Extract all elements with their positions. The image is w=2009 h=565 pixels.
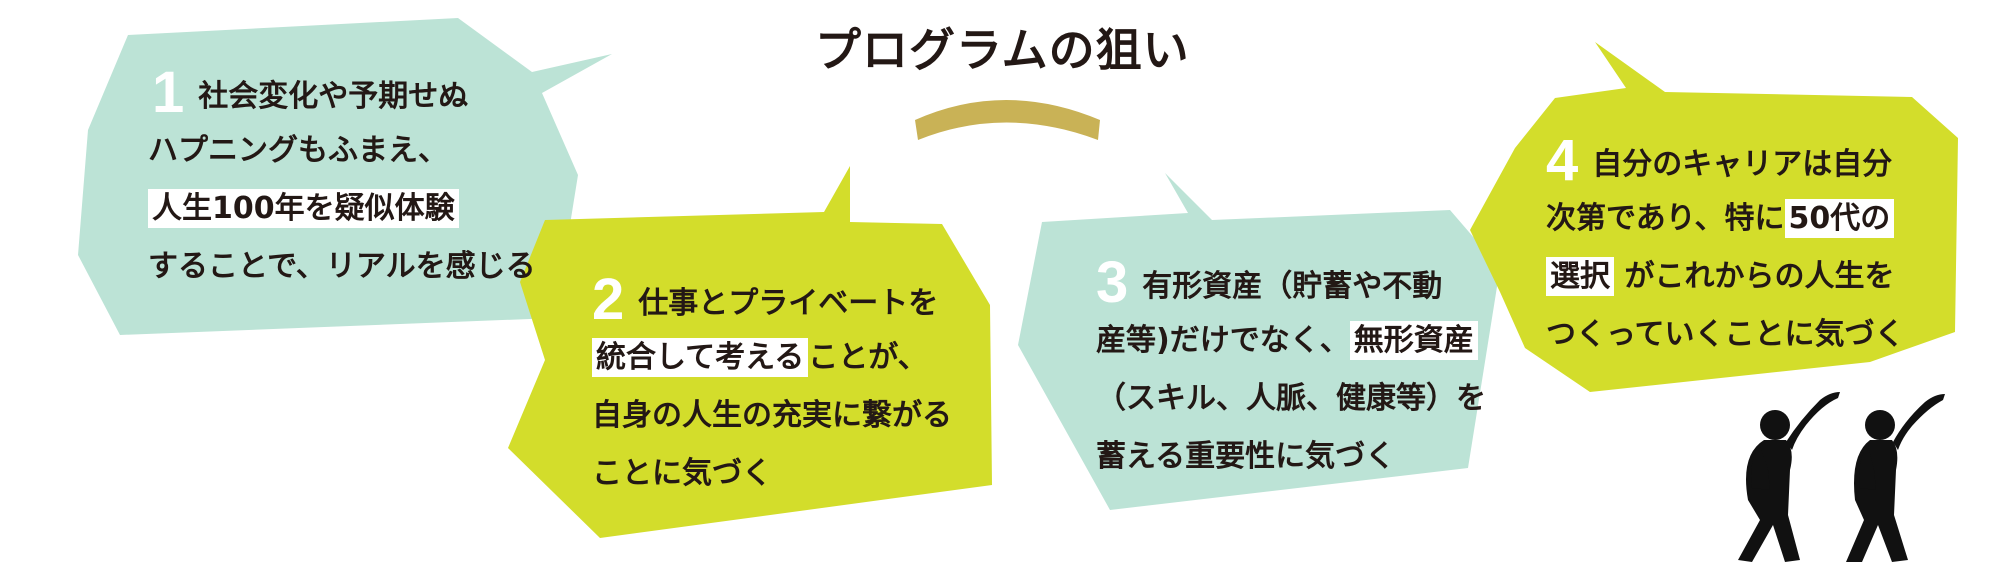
bubble-text-pre: つくっていくことに気づく [1546, 317, 1905, 352]
bubble-4-shape [1470, 42, 1958, 392]
stretching-person-silhouette [1846, 394, 1945, 562]
bubble-text-pre: することで、リアルを感じる [148, 249, 536, 284]
bubble-4-line-3: 選択 がこれからの人生を [1546, 248, 1905, 306]
bubble-3-line-4: 蓄える重要性に気づく [1096, 428, 1486, 486]
bubble-text-pre: 蓄える重要性に気づく [1096, 439, 1396, 474]
bubble-text-highlight: 50代の [1784, 199, 1895, 238]
bubble-1-shape [78, 18, 612, 335]
bubble-text-highlight: 統合して考える [592, 338, 809, 377]
bubble-2-line-2: 統合して考えることが、 [592, 329, 952, 387]
bubble-1-line-3: 人生100年を疑似体験 [148, 180, 536, 238]
bubble-text-pre: （スキル、人脈、健康等）を [1096, 381, 1486, 416]
bubble-text-highlight: 選択 [1546, 257, 1614, 296]
bubble-4-line-4: つくっていくことに気づく [1546, 306, 1905, 364]
bubble-text-highlight: 人生100年を疑似体験 [148, 189, 459, 228]
bubble-text-pre: ハプニングもふまえ、 [148, 133, 448, 168]
arc-connector [915, 100, 1100, 140]
bubble-text-post: がこれからの人生を [1614, 259, 1895, 294]
bubble-4-number: 4 [1546, 128, 1579, 193]
stretching-person-silhouette [1738, 392, 1840, 562]
bubble-1-number: 1 [152, 60, 185, 125]
bubble-text-pre: 自身の人生の充実に繋がる [592, 398, 952, 433]
bubble-text-post: ことが、 [808, 340, 928, 375]
bubble-2-line-4: ことに気づく [592, 445, 952, 503]
bubble-3-shape [1018, 173, 1500, 510]
bubble-1-line-4: することで、リアルを感じる [148, 238, 536, 296]
bubble-3-line-3: （スキル、人脈、健康等）を [1096, 370, 1486, 428]
bubble-text-pre: 次第であり、特に [1546, 201, 1785, 236]
bubble-text-pre: ことに気づく [592, 456, 772, 491]
bubble-text-pre: 有形資産（貯蓄や不動 [1142, 269, 1443, 304]
bubble-3-line-2: 産等)だけでなく、無形資産 [1096, 312, 1486, 370]
bubble-text-pre: 産等)だけでなく、 [1096, 323, 1350, 358]
bubble-text-pre: 仕事とプライベートを [638, 286, 939, 321]
bubble-2-line-3: 自身の人生の充実に繋がる [592, 387, 952, 445]
bubble-text-pre: 社会変化や予期せぬ [198, 79, 469, 114]
bubble-text-highlight: 無形資産 [1349, 321, 1478, 360]
bubble-2-number: 2 [592, 267, 625, 332]
page-title: プログラムの狙い [815, 23, 1190, 77]
bubble-1-line-2: ハプニングもふまえ、 [148, 122, 536, 180]
bubble-3-number: 3 [1096, 250, 1129, 315]
bubble-text-pre: 自分のキャリアは自分 [1592, 147, 1893, 182]
